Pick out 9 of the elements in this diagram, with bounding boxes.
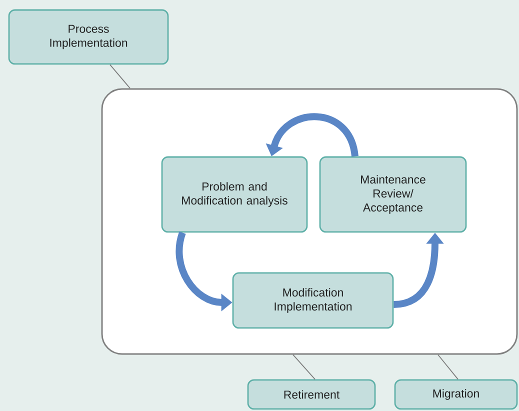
connector-line [292, 354, 316, 380]
process-box: Process Implementation [8, 9, 169, 65]
connector-line [438, 354, 458, 380]
process-box: Modification Implementation [232, 272, 394, 329]
process-box: Migration [394, 379, 518, 410]
process-box: Maintenance Review/ Acceptance [319, 156, 467, 233]
connector-line [110, 64, 130, 89]
process-box: Problem and Modification analysis [161, 156, 308, 233]
process-box: Retirement [247, 379, 376, 410]
